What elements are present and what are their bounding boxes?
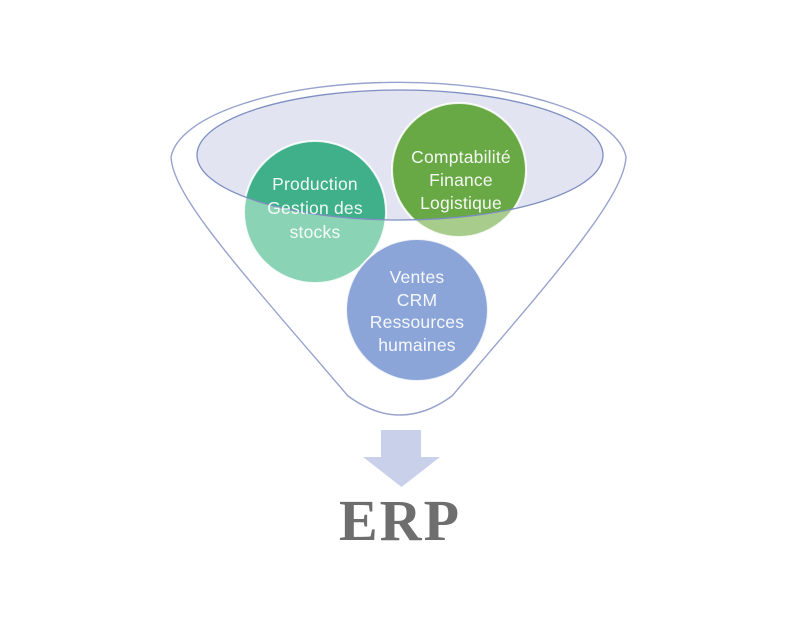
bubble-comptabilite-line-2: Finance bbox=[429, 170, 493, 190]
down-arrow-icon bbox=[363, 430, 440, 487]
bubble-ventes bbox=[345, 238, 489, 382]
bubble-comptabilite-dark bbox=[391, 102, 527, 220]
bubble-comptabilite-label: Comptabilité Finance Logistique bbox=[411, 147, 511, 213]
bubble-ventes-line-4: humaines bbox=[378, 335, 456, 355]
bubble-production-line-3: stocks bbox=[290, 222, 341, 242]
bubble-comptabilite-line-3: Logistique bbox=[420, 193, 502, 213]
funnel-liquid-rim bbox=[196, 89, 604, 221]
bubble-production-label: Production Gestion des stocks bbox=[267, 174, 363, 242]
bubble-ventes-line-2: CRM bbox=[397, 290, 437, 310]
bubble-production-line-1: Production bbox=[272, 174, 358, 194]
erp-title: ERP bbox=[339, 488, 461, 553]
bubble-ventes-label: Ventes CRM Ressources humaines bbox=[370, 267, 464, 355]
bubble-ventes-line-3: Ressources bbox=[370, 312, 464, 332]
bubble-production-line-2: Gestion des bbox=[267, 198, 363, 218]
bubble-comptabilite-line-1: Comptabilité bbox=[411, 147, 511, 167]
bubble-ventes-line-1: Ventes bbox=[390, 267, 445, 287]
